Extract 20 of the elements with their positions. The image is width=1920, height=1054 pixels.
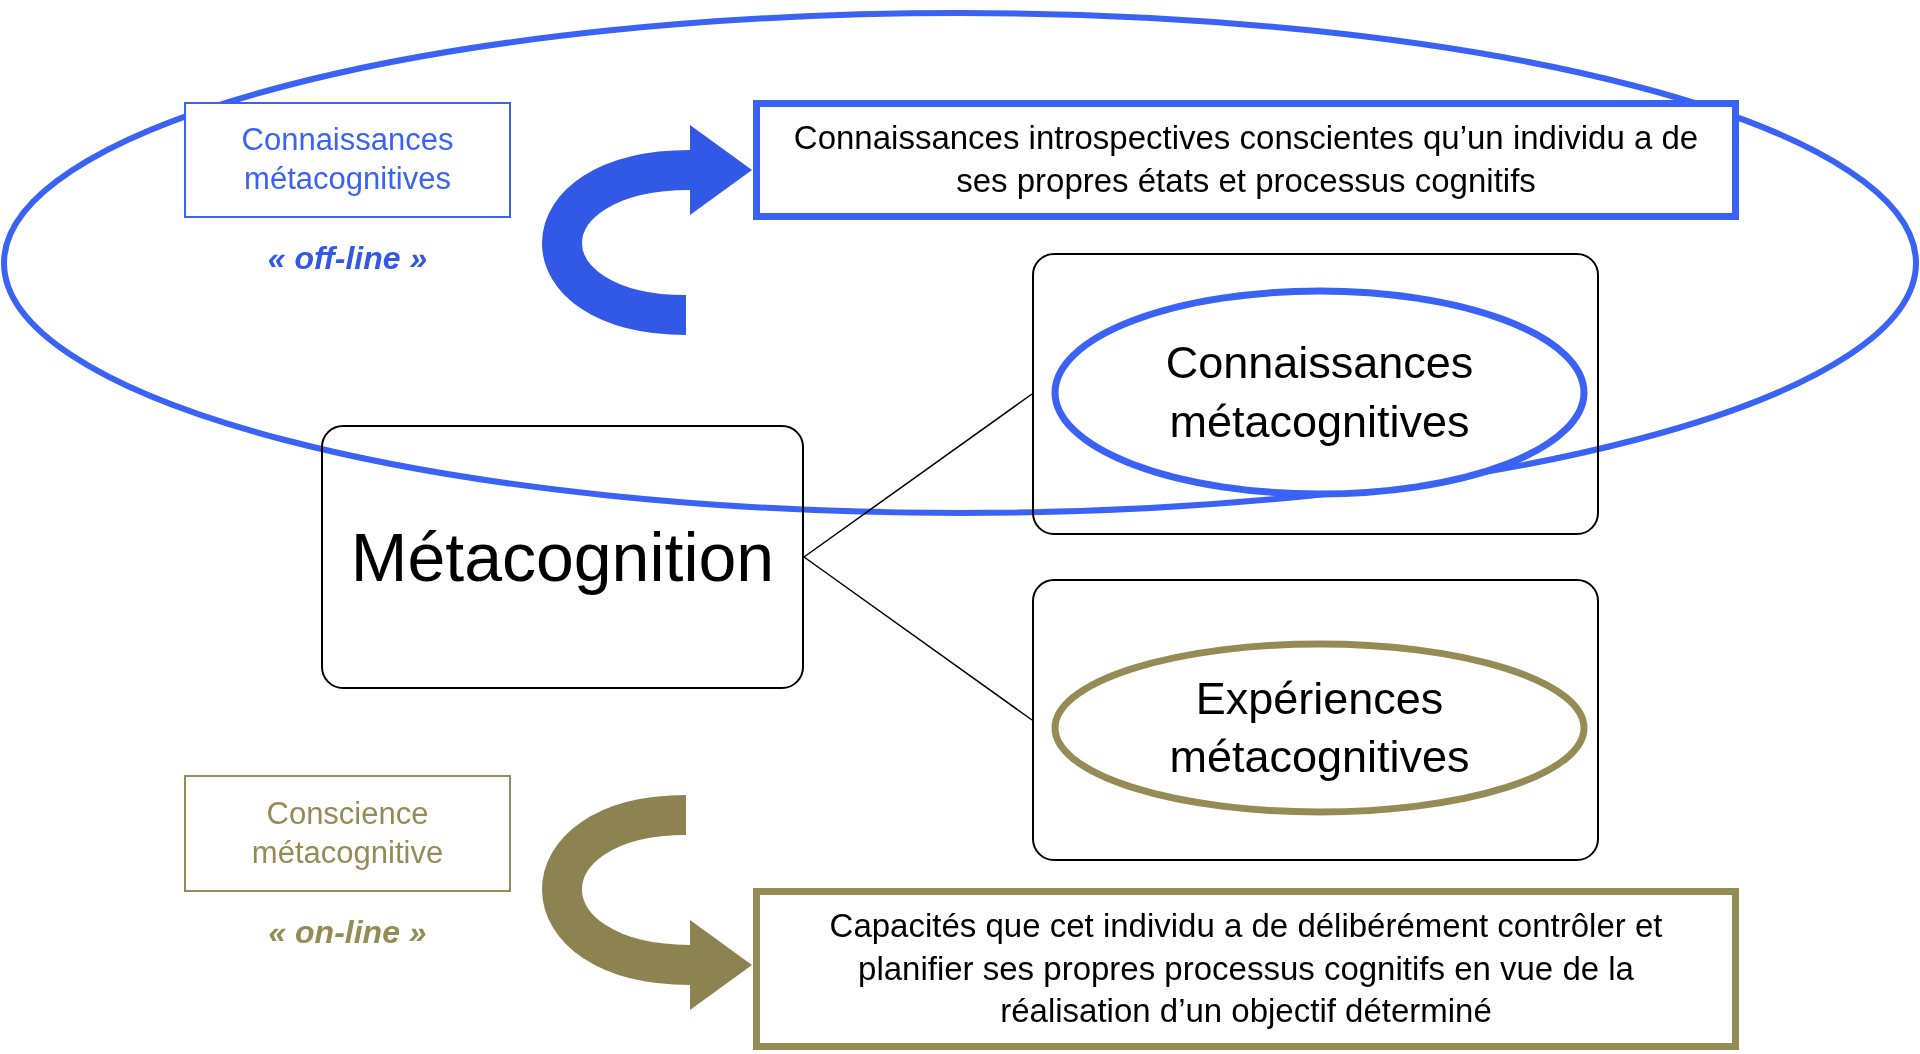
definition-box — [753, 100, 1739, 220]
concept-ellipse — [1051, 287, 1588, 498]
curved-arrow — [542, 125, 752, 335]
definition-box — [753, 888, 1739, 1050]
mode-label: « on-line » — [267, 913, 428, 952]
mode-label: « off-line » — [266, 239, 429, 278]
node-label: Expériences métacognitives — [1168, 671, 1471, 784]
connector-line — [803, 556, 1033, 721]
node-label: Connaissances métacognitives — [240, 121, 455, 198]
node-label: Capacités que cet individu a de délibérément contrôler et planifier ses propres processus cognitifs en vue de la réalisation d’un objectif déterminé — [828, 905, 1664, 1032]
node-label: Connaissances métacognitives — [1164, 336, 1475, 449]
node-label: Conscience métacognitive — [250, 794, 445, 872]
rounded-box — [1032, 253, 1599, 535]
rounded-box — [1032, 579, 1599, 861]
curved-arrow — [542, 795, 752, 1010]
concept-ellipse — [1051, 640, 1588, 816]
connector-line — [803, 393, 1033, 558]
concept-box — [321, 425, 804, 689]
node-label: Connaissances introspectives conscientes qu’un individu a de ses propres états et processus cognitifs — [792, 118, 1700, 201]
node-label: Métacognition — [350, 518, 775, 597]
